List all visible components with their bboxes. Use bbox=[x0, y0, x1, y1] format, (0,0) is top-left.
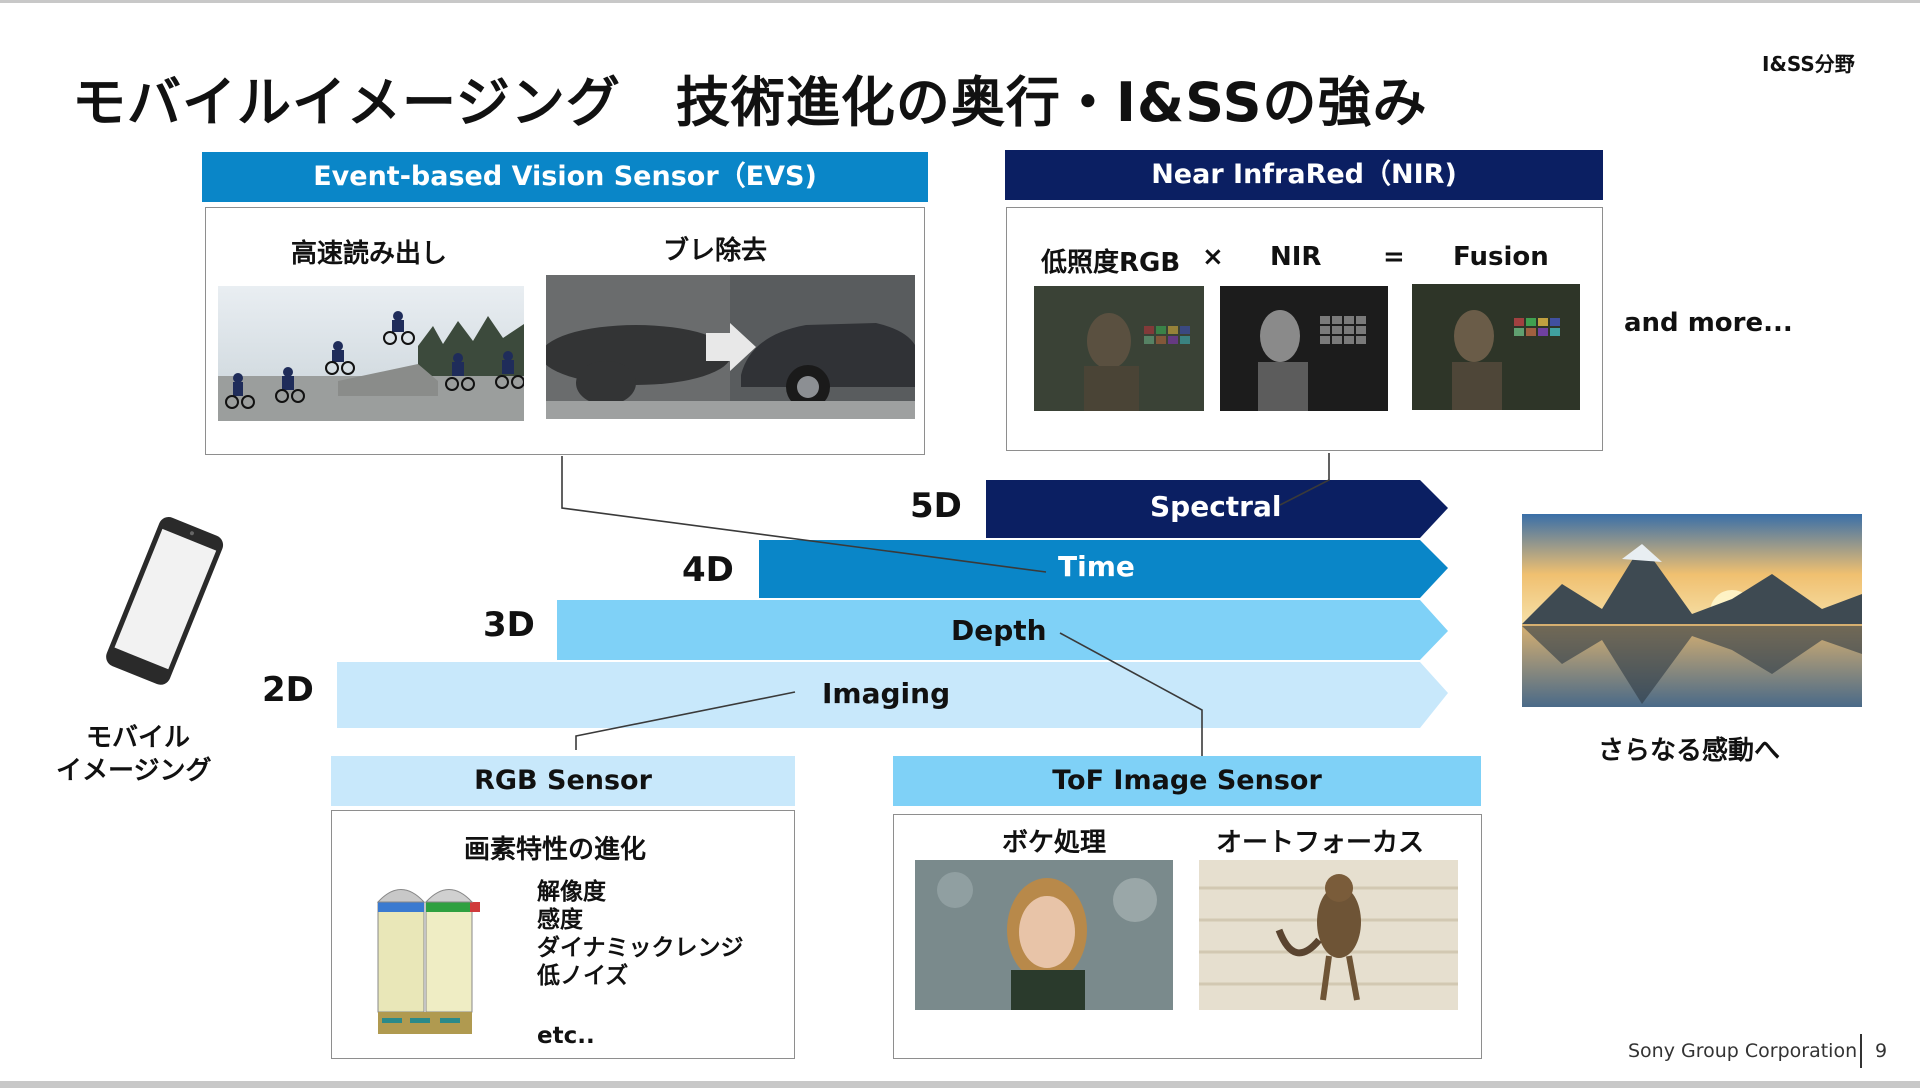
nir-connector-line bbox=[1279, 453, 1330, 506]
depth-arrow bbox=[557, 600, 1448, 660]
rgb-item-etc: etc.. bbox=[537, 1023, 595, 1049]
rgb-item-dynamic-range: ダイナミックレンジ bbox=[537, 935, 744, 961]
nir-caption-nir: NIR bbox=[1270, 242, 1322, 272]
bottom-frame-line bbox=[0, 1081, 1920, 1088]
fusion-photo bbox=[1412, 284, 1580, 410]
imaging-arrow bbox=[337, 662, 1448, 728]
rgb-item-sensitivity: 感度 bbox=[537, 907, 583, 933]
rgb-item-low-noise: 低ノイズ bbox=[537, 963, 629, 989]
rgb-header: RGB Sensor bbox=[331, 756, 795, 806]
slide-title: モバイルイメージング 技術進化の奥行・I&SSの強み bbox=[72, 71, 1428, 134]
bokeh-portrait-photo bbox=[915, 860, 1173, 1010]
evs-caption-deblur: ブレ除去 bbox=[663, 236, 768, 266]
pixel-structure-icon bbox=[370, 872, 485, 1038]
tof-header: ToF Image Sensor bbox=[893, 756, 1481, 806]
bmx-sequence-photo bbox=[218, 286, 524, 421]
depth-label: Depth bbox=[951, 614, 1047, 647]
tof-caption-autofocus: オートフォーカス bbox=[1216, 828, 1425, 858]
mobile-label-line1: モバイル bbox=[86, 723, 191, 753]
evs-connector-line bbox=[561, 456, 1047, 573]
nir-photo bbox=[1220, 286, 1388, 411]
autofocus-cat-photo bbox=[1199, 860, 1458, 1010]
and-more-label: and more... bbox=[1624, 308, 1793, 338]
imaging-label: Imaging bbox=[822, 677, 951, 710]
rgb-connector-line bbox=[575, 691, 796, 750]
page-number: 9 bbox=[1875, 1040, 1888, 1062]
smartphone-icon bbox=[92, 512, 232, 692]
dim-4d: 4D bbox=[682, 550, 734, 590]
top-frame-line bbox=[0, 0, 1920, 3]
evs-caption-high-speed: 高速読み出し bbox=[291, 239, 448, 269]
further-excitement-caption: さらなる感動へ bbox=[1598, 736, 1781, 766]
nir-equals-symbol: = bbox=[1383, 242, 1405, 272]
footer-separator bbox=[1860, 1034, 1862, 1068]
tof-connector-line bbox=[1059, 632, 1203, 756]
spectral-label: Spectral bbox=[1150, 490, 1282, 523]
mobile-label-line2: イメージング bbox=[56, 756, 212, 786]
rgb-item-resolution: 解像度 bbox=[537, 879, 606, 905]
time-arrow bbox=[759, 540, 1448, 598]
tof-caption-bokeh: ボケ処理 bbox=[1002, 828, 1107, 858]
footer-corporation: Sony Group Corporation bbox=[1628, 1040, 1858, 1062]
division-label: I&SS分野 bbox=[1762, 52, 1855, 76]
rgb-caption: 画素特性の進化 bbox=[464, 835, 647, 865]
dim-3d: 3D bbox=[483, 605, 535, 645]
landscape-photo bbox=[1522, 514, 1862, 707]
nir-times-symbol: × bbox=[1202, 242, 1224, 272]
low-light-rgb-photo bbox=[1034, 286, 1204, 411]
dim-5d: 5D bbox=[910, 486, 962, 526]
car-deblur-photo bbox=[546, 275, 915, 419]
dim-2d: 2D bbox=[262, 670, 314, 710]
evs-header: Event-based Vision Sensor（EVS) bbox=[202, 152, 928, 202]
nir-caption-fusion: Fusion bbox=[1453, 242, 1549, 272]
nir-caption-low-light-rgb: 低照度RGB bbox=[1041, 248, 1181, 278]
time-label: Time bbox=[1058, 550, 1135, 583]
spectral-arrow bbox=[986, 480, 1448, 538]
nir-header: Near InfraRed（NIR) bbox=[1005, 150, 1603, 200]
